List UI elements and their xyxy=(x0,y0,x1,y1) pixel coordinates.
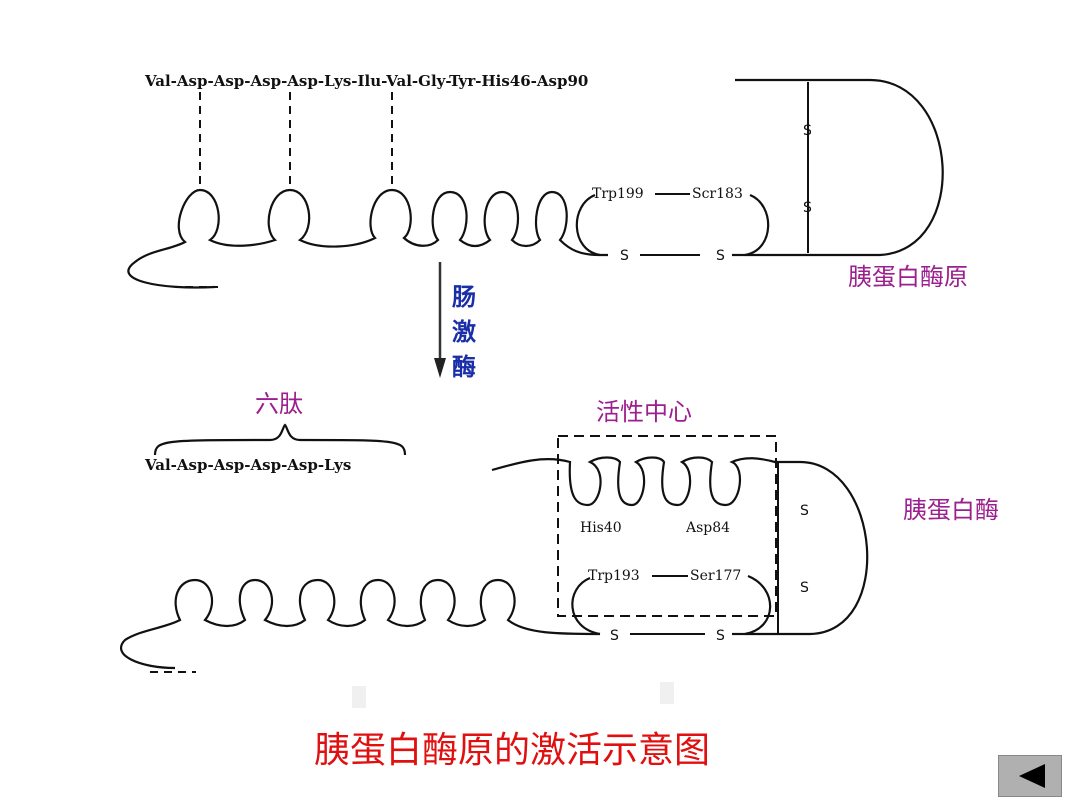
zymogen-disulfide-loop xyxy=(735,78,944,257)
zymogen-label: 胰蛋白酶原 xyxy=(848,263,968,291)
zymogen-inner-right xyxy=(744,193,770,257)
zymogen-s3: S xyxy=(620,248,629,264)
enterokinase-char-3: 酶 xyxy=(452,353,476,381)
trypsin-upper-chain xyxy=(491,456,869,636)
active-ser: Ser177 xyxy=(690,568,741,584)
active-trp: Trp193 xyxy=(588,568,640,584)
zymogen-helix-chain xyxy=(127,188,608,289)
hexapeptide-brace xyxy=(153,423,407,456)
trypsin-inner-left xyxy=(571,576,601,636)
active-center-label: 活性中心 xyxy=(596,398,692,426)
trypsin-lower-helix xyxy=(119,578,601,670)
hexapeptide-sequence: Val-Asp-Asp-Asp-Asp-Lys xyxy=(144,456,351,474)
enterokinase-char-1: 肠 xyxy=(452,283,476,311)
trypsin-s4: S xyxy=(716,628,725,644)
zymogen-s2: S xyxy=(803,200,812,216)
zymogen-s1: S xyxy=(803,123,812,139)
zymogen-trp: Trp199 xyxy=(592,186,644,202)
trypsin-s2: S xyxy=(800,580,809,596)
trypsin-label: 胰蛋白酶 xyxy=(903,496,999,524)
zymogen-inner-left xyxy=(575,193,601,257)
zymogen-sequence: Val-Asp-Asp-Asp-Asp-Lys-Ilu-Val-Gly-Tyr-… xyxy=(144,72,588,90)
active-his: His40 xyxy=(580,520,622,536)
previous-slide-button[interactable] xyxy=(998,755,1062,797)
artifact-mark-2 xyxy=(660,682,674,704)
trypsin-s1: S xyxy=(800,503,809,519)
hexapeptide-label: 六肽 xyxy=(255,390,303,418)
active-center-box xyxy=(557,435,777,617)
trypsin-s3: S xyxy=(610,628,619,644)
figure-title: 胰蛋白酶原的激活示意图 xyxy=(314,730,710,771)
artifact-mark-1 xyxy=(352,686,366,708)
zymogen-ser: Scr183 xyxy=(692,186,743,202)
enterokinase-arrow-head xyxy=(434,358,446,378)
zymogen-s4: S xyxy=(716,248,725,264)
active-asp: Asp84 xyxy=(685,520,730,536)
trypsin-inner-right xyxy=(744,574,772,636)
enterokinase-char-2: 激 xyxy=(452,318,476,346)
triangle-left-icon xyxy=(1019,764,1045,788)
